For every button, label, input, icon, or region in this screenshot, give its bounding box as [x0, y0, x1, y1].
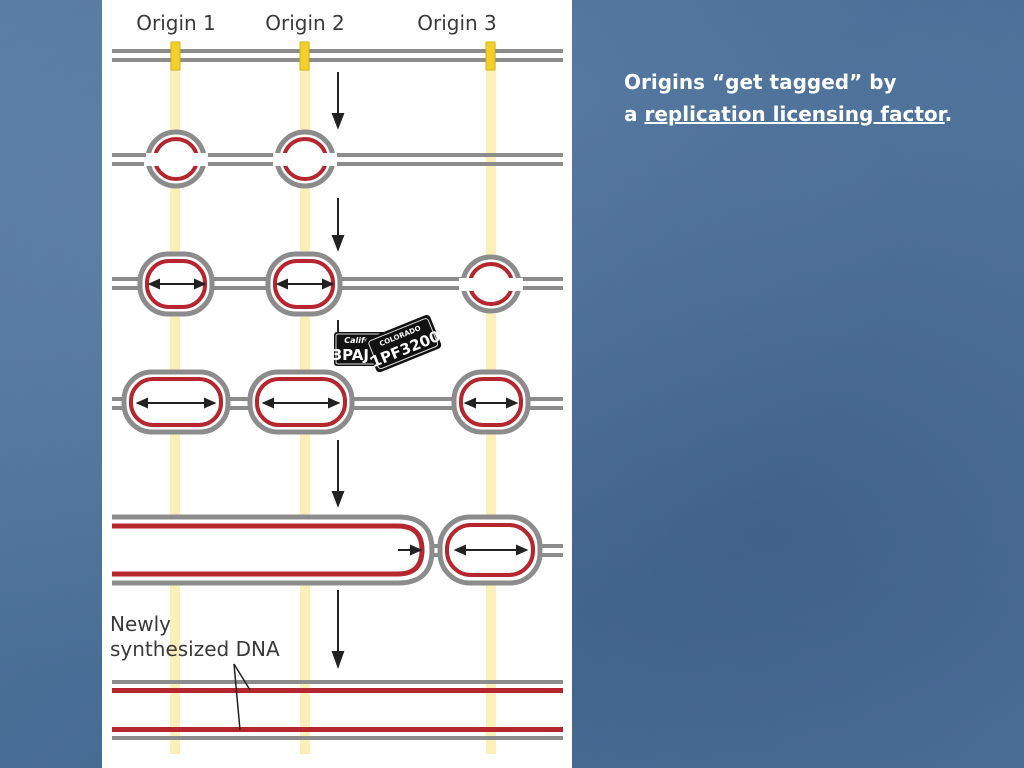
stage-5: [112, 514, 563, 586]
origin-1-label: Origin 1: [136, 11, 216, 35]
label-pointer-lines: [233, 663, 251, 731]
origin-1-marker: [170, 41, 181, 71]
stage-4: [112, 369, 563, 435]
stage-2: [112, 129, 563, 189]
stage-6-daughter-dna: [112, 680, 563, 740]
newly-synthesized-label-line1: Newly: [110, 612, 171, 636]
license-plate-colorado: COLORADO 1PF3200: [365, 314, 443, 373]
origin-2-marker: [299, 41, 310, 71]
origin-3-label: Origin 3: [417, 11, 497, 35]
stage-arrows: [331, 72, 345, 669]
stage-3: [112, 251, 563, 317]
caption-line-2-suffix: .: [944, 102, 953, 126]
replication-diagram: Origin 1 Origin 2 Origin 3: [102, 0, 572, 768]
caption-line-2-prefix: a: [624, 102, 645, 126]
slide-caption: Origins “get tagged” by a replication li…: [624, 66, 1014, 130]
diagram-svg: Origin 1 Origin 2 Origin 3: [110, 11, 563, 754]
caption-line-2: a replication licensing factor.: [624, 98, 1014, 130]
origin-3-marker: [485, 41, 496, 71]
stage-1-parental-dna: [112, 41, 563, 71]
license-plates: California 3PAJ526 COLORADO 1PF3200: [332, 314, 443, 373]
newly-synthesized-label-line2: synthesized DNA: [110, 637, 280, 661]
origin-2-label: Origin 2: [265, 11, 345, 35]
replication-licensing-factor-link[interactable]: replication licensing factor: [644, 102, 945, 126]
caption-line-1: Origins “get tagged” by: [624, 70, 897, 94]
